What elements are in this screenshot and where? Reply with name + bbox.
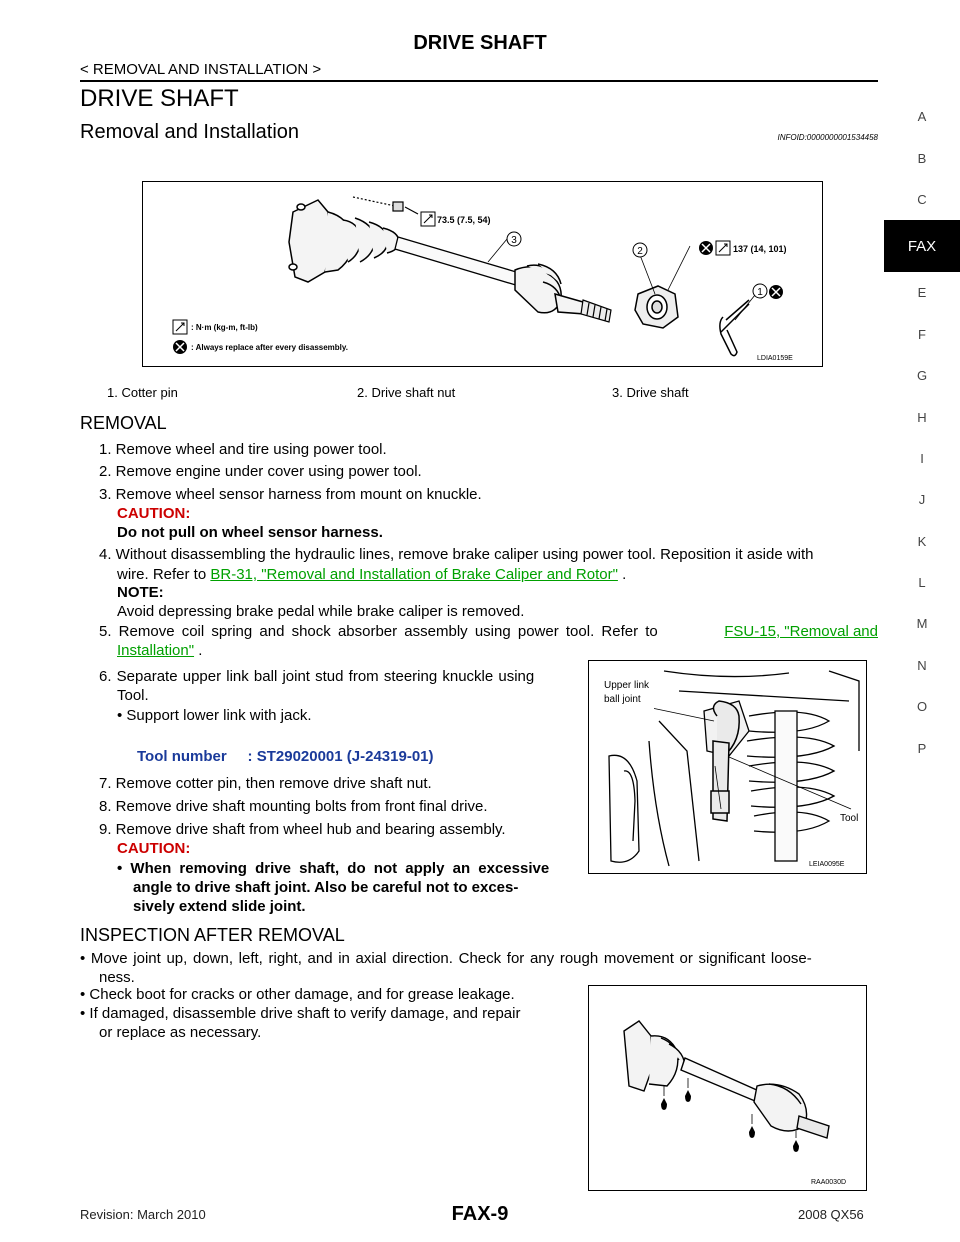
step-4-text: wire. Refer to bbox=[117, 566, 207, 583]
inspection-bullet-3: • If damaged, disassemble drive shaft to… bbox=[80, 1005, 521, 1022]
figure-id: LEIA0095E bbox=[809, 861, 845, 868]
torque-bolt-value: 73.5 (7.5, 54) bbox=[437, 215, 491, 225]
coil-spring-link[interactable]: FSU-15, "Removal and bbox=[724, 623, 878, 640]
figure-id: LDIA0159E bbox=[757, 355, 793, 362]
index-tab[interactable]: N bbox=[917, 657, 927, 673]
footer-revision: Revision: March 2010 bbox=[80, 1207, 206, 1222]
index-tab[interactable]: L bbox=[918, 575, 926, 591]
removal-step-2: 2. Remove engine under cover using power… bbox=[99, 463, 422, 480]
index-tab[interactable]: F bbox=[918, 326, 926, 342]
footer-page-number: FAX-9 bbox=[451, 1203, 509, 1225]
index-tab[interactable]: K bbox=[917, 533, 927, 549]
legend-replace: : Always replace after every disassembly… bbox=[191, 343, 348, 352]
replace-x-icon bbox=[769, 285, 783, 299]
removal-step-9: 9. Remove drive shaft from wheel hub and… bbox=[99, 821, 506, 838]
parts-legend-3: 3. Drive shaft bbox=[612, 385, 689, 400]
removal-step-3: 3. Remove wheel sensor harness from moun… bbox=[99, 486, 482, 503]
callout-1: 1 bbox=[757, 287, 763, 298]
legend-torque: : N·m (kg-m, ft-lb) bbox=[191, 323, 258, 332]
caution-text-2b: angle to drive shaft joint. Also be care… bbox=[133, 879, 519, 896]
caution-label-2: CAUTION: bbox=[117, 840, 191, 857]
index-tab[interactable]: J bbox=[918, 492, 926, 508]
replace-x-icon bbox=[699, 241, 713, 255]
upper-link-label-2: ball joint bbox=[604, 694, 641, 705]
removal-step-6-bullet: • Support lower link with jack. bbox=[117, 707, 312, 724]
index-tab[interactable]: C bbox=[917, 191, 927, 207]
ball-joint-illustration: Upper link ball joint Tool LEIA0095E bbox=[589, 661, 866, 873]
drive-shaft-inspection-figure: RAA0030D bbox=[588, 985, 867, 1191]
removal-step-6-cont: Tool. bbox=[117, 687, 149, 704]
breadcrumb: < REMOVAL AND INSTALLATION > bbox=[80, 61, 322, 78]
inspection-bullet-3-cont: or replace as necessary. bbox=[99, 1024, 262, 1041]
note-label: NOTE: bbox=[117, 584, 164, 601]
index-tab[interactable]: B bbox=[917, 150, 927, 166]
note-text: Avoid depressing brake pedal while brake… bbox=[117, 603, 525, 620]
index-tab[interactable]: A bbox=[917, 109, 927, 125]
index-tab[interactable]: M bbox=[916, 616, 928, 632]
inspection-bullet-1-cont: ness. bbox=[99, 969, 135, 986]
drive-shaft-illustration: 3 2 1 73.5 (7.5, 54) 137 (14, 101) : N·m… bbox=[172, 196, 793, 362]
parts-legend-2: 2. Drive shaft nut bbox=[357, 385, 456, 400]
replace-x-icon bbox=[173, 340, 187, 354]
removal-step-8: 8. Remove drive shaft mounting bolts fro… bbox=[99, 798, 488, 815]
caution-label: CAUTION: bbox=[117, 505, 191, 522]
removal-step-6: 6. Separate upper link ball joint stud f… bbox=[99, 668, 535, 685]
info-id: INFOID:0000000001534458 bbox=[777, 133, 878, 142]
removal-step-5: 5. Remove coil spring and shock absorber… bbox=[99, 622, 878, 642]
coil-spring-link-cont[interactable]: Installation" bbox=[117, 642, 195, 659]
removal-heading: REMOVAL bbox=[80, 413, 167, 433]
section-title: DRIVE SHAFT bbox=[80, 85, 239, 112]
figure-id: RAA0030D bbox=[811, 1179, 846, 1186]
index-tab[interactable]: O bbox=[916, 699, 928, 715]
ball-joint-figure: Upper link ball joint Tool LEIA0095E bbox=[588, 660, 867, 874]
index-tab[interactable]: P bbox=[917, 740, 927, 756]
torque-wrench-icon bbox=[172, 319, 188, 335]
inspection-heading: INSPECTION AFTER REMOVAL bbox=[80, 925, 345, 945]
index-tab[interactable]: G bbox=[916, 368, 928, 384]
caution-text-2c: sively extend slide joint. bbox=[133, 898, 306, 915]
callout-2: 2 bbox=[637, 246, 643, 257]
removal-step-5-cont: Installation" . bbox=[117, 641, 202, 661]
upper-link-label-1: Upper link bbox=[604, 680, 650, 691]
index-tab[interactable]: E bbox=[917, 285, 927, 301]
torque-nut-value: 137 (14, 101) bbox=[733, 244, 787, 254]
drive-shaft-figure: 3 2 1 73.5 (7.5, 54) 137 (14, 101) : N·m… bbox=[142, 181, 823, 367]
parts-legend-1: 1. Cotter pin bbox=[107, 385, 178, 400]
index-tab-active[interactable]: FAX bbox=[884, 220, 960, 273]
removal-step-4-cont: wire. Refer to BR-31, "Removal and Insta… bbox=[117, 565, 626, 585]
step-5-text: 5. Remove coil spring and shock absorber… bbox=[99, 623, 658, 640]
tool-label: Tool bbox=[840, 813, 858, 824]
torque-wrench-icon bbox=[715, 240, 731, 256]
caution-text: Do not pull on wheel sensor harness. bbox=[117, 524, 383, 541]
index-tab[interactable]: I bbox=[920, 450, 924, 466]
inspection-bullet-2: • Check boot for cracks or other damage,… bbox=[80, 986, 515, 1003]
caution-text-2a: • When removing drive shaft, do not appl… bbox=[117, 860, 550, 877]
removal-step-4: 4. Without disassembling the hydraulic l… bbox=[99, 546, 814, 563]
drive-shaft-inspection-illustration: RAA0030D bbox=[623, 1020, 846, 1186]
torque-wrench-icon bbox=[420, 211, 436, 227]
subsection-title: Removal and Installation bbox=[80, 121, 300, 143]
page-header-title: DRIVE SHAFT bbox=[413, 32, 547, 54]
brake-caliper-link[interactable]: BR-31, "Removal and Installation of Brak… bbox=[210, 566, 618, 583]
step-5-end: . bbox=[194, 642, 203, 659]
inspection-bullet-1: • Move joint up, down, left, right, and … bbox=[80, 950, 812, 967]
step-4-end: . bbox=[617, 566, 627, 583]
tool-number: Tool number : ST29020001 (J-24319-01) bbox=[137, 748, 434, 765]
header-rule bbox=[80, 80, 878, 82]
footer-model: 2008 QX56 bbox=[798, 1207, 864, 1222]
removal-step-7: 7. Remove cotter pin, then remove drive … bbox=[99, 775, 432, 792]
section-index-tabs: A B C FAX E F G H I J K L M N O P bbox=[884, 96, 960, 769]
removal-step-1: 1. Remove wheel and tire using power too… bbox=[99, 441, 387, 458]
grease-drop-icon bbox=[661, 1090, 799, 1152]
callout-3: 3 bbox=[511, 235, 517, 246]
index-tab[interactable]: H bbox=[917, 409, 927, 425]
